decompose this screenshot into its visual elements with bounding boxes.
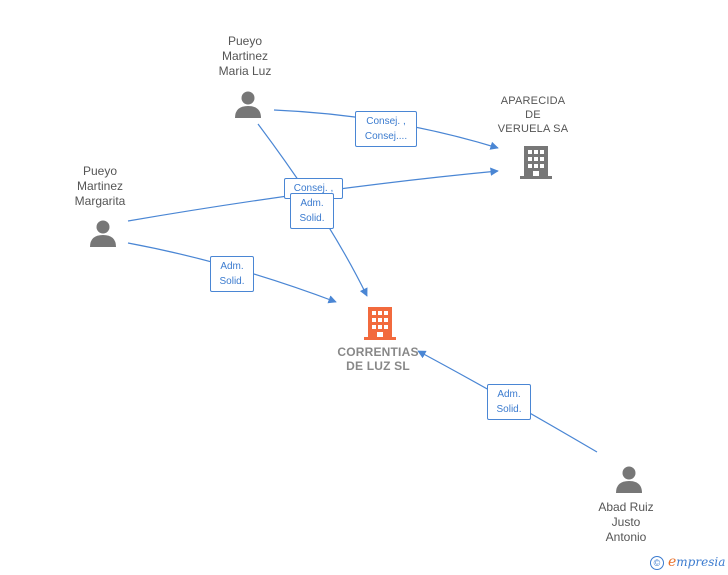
node-label-abad[interactable]: Abad Ruiz Justo Antonio: [598, 500, 654, 544]
copyright-icon: ©: [650, 556, 664, 570]
edge-label-maria-aparecida[interactable]: Consej. , Consej....: [355, 111, 417, 147]
building-icon-main[interactable]: [364, 305, 396, 341]
brand-logo-text: mpresia: [676, 555, 726, 569]
node-label-correntias[interactable]: CORRENTIAS DE LUZ SL: [337, 345, 419, 373]
node-label-maria-luz[interactable]: Pueyo Martinez Maria Luz: [218, 34, 272, 78]
building-icon[interactable]: [520, 144, 552, 180]
brand-logo[interactable]: © empresia: [650, 554, 725, 570]
person-icon[interactable]: [614, 464, 644, 494]
edge-label-maria-correntias[interactable]: Adm. Solid.: [290, 193, 334, 229]
brand-logo-letter: e: [668, 554, 677, 570]
edge-label-margarita-correntias[interactable]: Adm. Solid.: [210, 256, 254, 292]
person-icon[interactable]: [233, 89, 263, 119]
node-label-aparecida[interactable]: APARECIDA DE VERUELA SA: [497, 95, 569, 135]
node-label-margarita[interactable]: Pueyo Martinez Margarita: [74, 164, 126, 208]
person-icon[interactable]: [88, 218, 118, 248]
edge-label-abad-correntias[interactable]: Adm. Solid.: [487, 384, 531, 420]
